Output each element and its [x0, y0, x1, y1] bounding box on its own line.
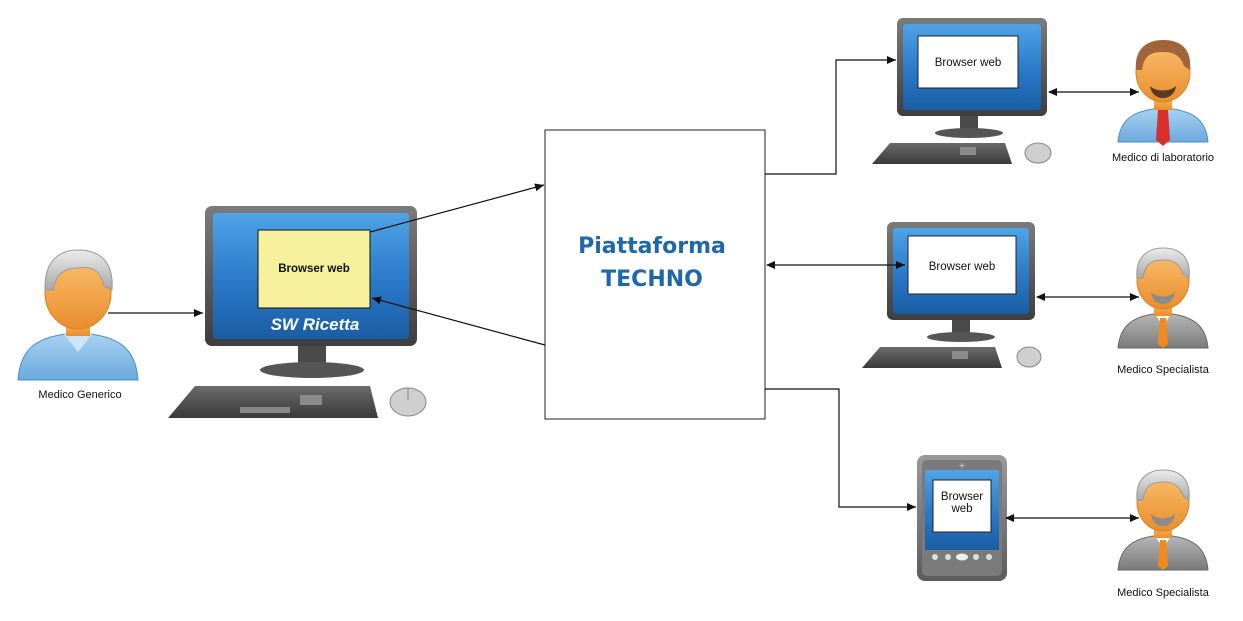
- computer-icon: [897, 18, 1047, 138]
- computer-icon: [887, 222, 1035, 342]
- keyboard-icon: [872, 143, 1012, 164]
- mouse-icon: [1016, 346, 1042, 368]
- tablet-screen-label-line2: web: [950, 503, 972, 515]
- arrow-platform-to-lab: [765, 56, 896, 175]
- specialist-screen-label: Browser web: [929, 261, 995, 273]
- arrow-browser-to-platform: [369, 183, 545, 233]
- mouse-icon: [1024, 142, 1052, 164]
- tablet-screen-label-line1: Browser: [941, 491, 983, 503]
- platform-title-line2: TECHNO: [601, 267, 703, 292]
- actor-label-medico-specialista-1: Medico Specialista: [1117, 364, 1210, 376]
- person-icon: [1117, 247, 1209, 349]
- sw-ricetta-caption: SW Ricetta: [271, 315, 360, 334]
- tablet-icon: +: [917, 455, 1007, 581]
- mouse-icon: [389, 387, 427, 417]
- person-icon: [1117, 469, 1209, 571]
- keyboard-icon: [168, 386, 378, 418]
- person-icon: [17, 249, 139, 381]
- lab-screen-label: Browser web: [935, 57, 1001, 69]
- svg-text:+: +: [959, 461, 966, 470]
- main-screen-label: Browser web: [278, 263, 350, 275]
- actor-label-medico-generico: Medico Generico: [38, 389, 121, 401]
- arrow-platform-to-browser: [371, 296, 546, 346]
- actor-label-medico-specialista-2: Medico Specialista: [1117, 587, 1210, 599]
- person-icon: [1117, 40, 1209, 146]
- keyboard-icon: [862, 347, 1002, 368]
- platform-title-line1: Piattaforma: [578, 234, 726, 259]
- browser-sticky-note: [257, 229, 371, 309]
- platform-box: [544, 129, 766, 420]
- actor-label-medico-laboratorio: Medico di laboratorio: [1112, 152, 1214, 164]
- arrow-platform-to-tablet: [765, 388, 916, 511]
